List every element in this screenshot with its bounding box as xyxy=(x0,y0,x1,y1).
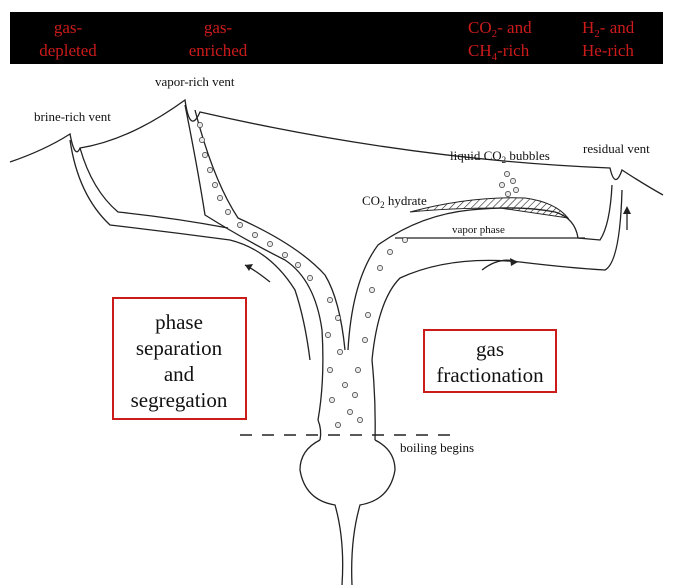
arrow-left-flow xyxy=(245,264,270,282)
bubble xyxy=(237,222,242,227)
bubble xyxy=(335,422,340,427)
label-vapor-phase: vapor phase xyxy=(452,224,505,236)
bubbles-right-branch xyxy=(362,237,407,342)
label-co2-hydrate: CO2 hydrate xyxy=(362,193,427,210)
bubble xyxy=(197,122,202,127)
bubble xyxy=(369,287,374,292)
box-gas-line2: fractionation xyxy=(436,363,544,387)
liquid-co2-bubbles-cluster xyxy=(499,171,518,196)
boiling-reservoir xyxy=(300,440,395,585)
box-phase-line2: separation xyxy=(136,336,223,360)
bubble xyxy=(362,337,367,342)
bubble xyxy=(505,191,510,196)
bubble xyxy=(352,392,357,397)
bubble xyxy=(207,167,212,172)
bubbles-stem xyxy=(325,297,362,427)
bubble xyxy=(295,262,300,267)
header-co2-ch4-rich: CO2- and CH4-rich xyxy=(468,18,532,63)
bubble xyxy=(337,349,342,354)
bubble xyxy=(267,241,272,246)
bubble xyxy=(307,275,312,280)
bubble xyxy=(329,397,334,402)
bubble xyxy=(355,367,360,372)
box-phase-line3: and xyxy=(164,362,195,386)
bubble xyxy=(342,382,347,387)
bubble xyxy=(513,187,518,192)
bubble xyxy=(327,367,332,372)
stem-left xyxy=(318,420,321,440)
header-gas-depleted-line2: depleted xyxy=(39,41,97,60)
box-phase-line1: phase xyxy=(155,310,203,334)
box-phase-line4: segregation xyxy=(131,388,228,412)
bubble xyxy=(202,152,207,157)
label-liquid-co2-bubbles: liquid CO2 bubbles xyxy=(450,148,550,165)
box-gas-line1: gas xyxy=(476,337,504,361)
arrow-up-flow xyxy=(623,206,631,230)
header-bar xyxy=(10,12,663,64)
bubble xyxy=(212,182,217,187)
bubble xyxy=(504,171,509,176)
bubble xyxy=(365,312,370,317)
header-gas-enriched-line2: enriched xyxy=(189,41,248,60)
label-brine-rich-vent: brine-rich vent xyxy=(34,109,111,124)
bubble xyxy=(327,297,332,302)
header-he-line: He-rich xyxy=(582,41,634,60)
header-gas-depleted-line1: gas- xyxy=(54,18,83,37)
bubble xyxy=(217,195,222,200)
bubble xyxy=(387,249,392,254)
bubble xyxy=(510,178,515,183)
bubbles-vapor-vent xyxy=(197,122,312,280)
bubble xyxy=(357,417,362,422)
bubble xyxy=(335,315,340,320)
bubble xyxy=(499,182,504,187)
header-ch4-line: CH4-rich xyxy=(468,41,530,63)
header-h2-line: H2- and xyxy=(582,18,635,40)
co2-hydrate-layer xyxy=(410,198,568,218)
stem-right xyxy=(372,360,375,440)
bubble xyxy=(282,252,287,257)
header-gas-enriched-line1: gas- xyxy=(204,18,233,37)
label-boiling-begins: boiling begins xyxy=(400,440,474,455)
label-vapor-rich-vent: vapor-rich vent xyxy=(155,74,235,89)
label-residual-vent: residual vent xyxy=(583,141,650,156)
header-co2-line: CO2- and xyxy=(468,18,532,40)
bubble xyxy=(325,332,330,337)
bubble xyxy=(199,137,204,142)
bubble xyxy=(252,232,257,237)
bubble xyxy=(225,209,230,214)
bubble xyxy=(347,409,352,414)
bubble xyxy=(402,237,407,242)
bubble xyxy=(377,265,382,270)
